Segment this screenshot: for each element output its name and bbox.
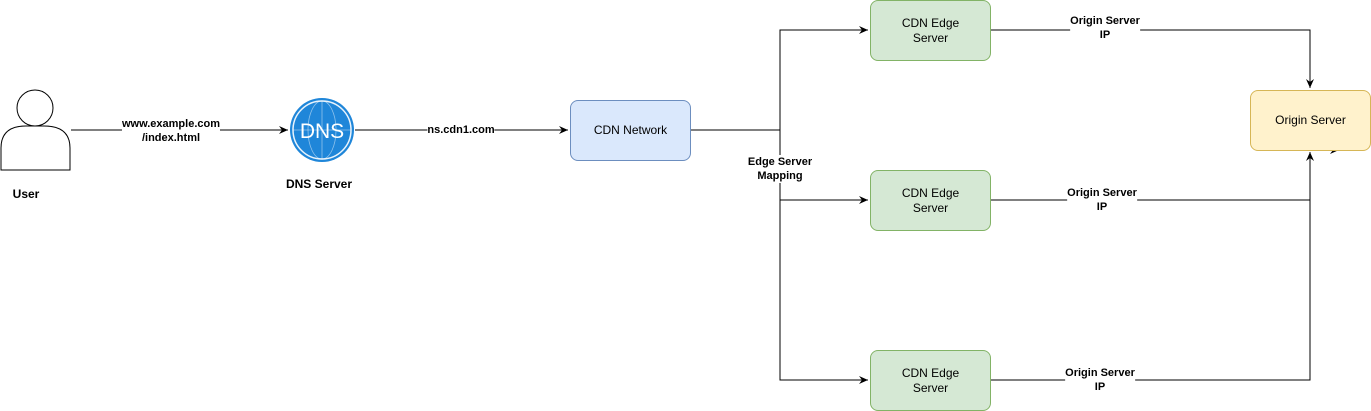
edge-edge-3-to-origin	[990, 200, 1311, 381]
cdn-edge-server-node-3: CDN Edge Server	[870, 350, 991, 411]
dns-icon-text: DNS	[300, 120, 344, 143]
dns-globe-icon: DNS	[290, 98, 354, 162]
origin-server-node: Origin Server	[1250, 90, 1371, 151]
edge-edge-2-to-origin	[990, 152, 1314, 201]
edge-label-edge-server-mapping: Edge Server Mapping	[747, 155, 813, 183]
edge-label-dns-to-cdn: ns.cdn1.com	[427, 123, 495, 137]
edge-label-user-to-dns: www.example.com /index.html	[121, 117, 221, 145]
edge-cdn-to-edge-1	[779, 26, 868, 130]
edge-edge-1-to-origin	[990, 29, 1314, 88]
cdn-edge-server-node-2: CDN Edge Server	[870, 170, 991, 231]
edge-label-edge-1-to-origin: Origin Server IP	[1070, 14, 1140, 42]
edge-label-edge-3-to-origin: Origin Server IP	[1065, 366, 1135, 394]
edge-cdn-to-edge-3	[779, 200, 868, 384]
dns-server-label: DNS Server	[285, 177, 353, 191]
cdn-network-node: CDN Network	[570, 100, 691, 161]
edge-label-edge-2-to-origin: Origin Server IP	[1067, 186, 1137, 214]
cdn-edge-server-node-1: CDN Edge Server	[870, 0, 991, 61]
user-person-icon	[0, 89, 71, 171]
user-label: User	[12, 187, 40, 201]
